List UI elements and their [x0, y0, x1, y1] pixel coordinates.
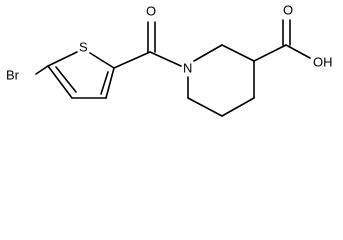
bond-carbonyl-n: [149, 51, 182, 67]
bond-c5-c6-pip: [187, 97, 223, 117]
bond-c4-c5-inner: [55, 66, 77, 93]
bonds: [35, 19, 311, 117]
chemical-structure-diagram: Br S O N O OH: [6, 2, 333, 117]
bond-c2-c3-pip: [221, 44, 255, 62]
bond-s1-c2: [89, 52, 115, 69]
atom-o-carbonyl: O: [146, 3, 156, 18]
atom-o-acid: O: [283, 2, 293, 17]
atom-labels: Br S O N O OH: [6, 2, 333, 82]
atom-br: Br: [6, 67, 20, 82]
bond-carboxyl-oh: [285, 44, 311, 59]
bond-br-c5: [35, 65, 49, 75]
bond-c2-carbonyl: [113, 51, 151, 69]
atom-oh: OH: [313, 54, 333, 69]
bond-n-c2: [193, 44, 223, 62]
bond-c4-c5: [47, 65, 73, 99]
atom-n: N: [183, 60, 192, 75]
bond-c3-carboxyl: [253, 44, 287, 62]
bond-c2-c3: [105, 67, 115, 99]
bond-c2-c3-inner: [100, 71, 109, 95]
bond-c4-c5-pip: [221, 97, 255, 117]
atom-s: S: [79, 39, 88, 54]
bond-c5-s1: [47, 51, 78, 67]
